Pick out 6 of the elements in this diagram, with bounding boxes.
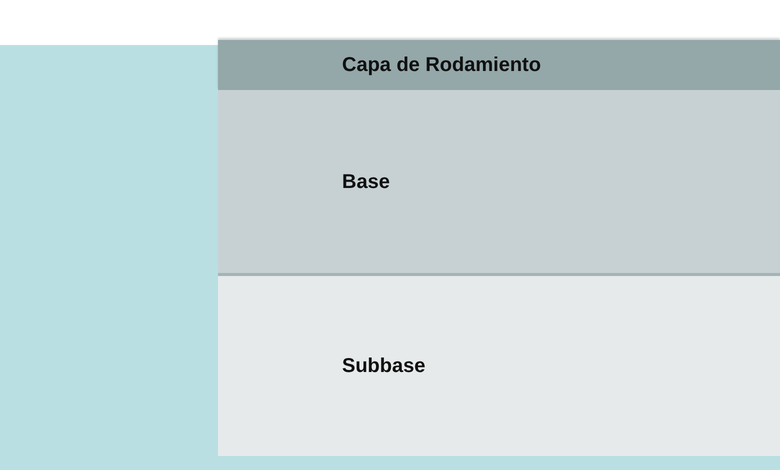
layer-label: Base bbox=[342, 170, 390, 194]
pavement-layer bbox=[218, 276, 780, 456]
layer-label: Capa de Rodamiento bbox=[342, 53, 541, 77]
pavement-layer bbox=[218, 40, 780, 90]
layer-label: Subbase bbox=[342, 354, 426, 378]
pavement-layer bbox=[218, 90, 780, 276]
